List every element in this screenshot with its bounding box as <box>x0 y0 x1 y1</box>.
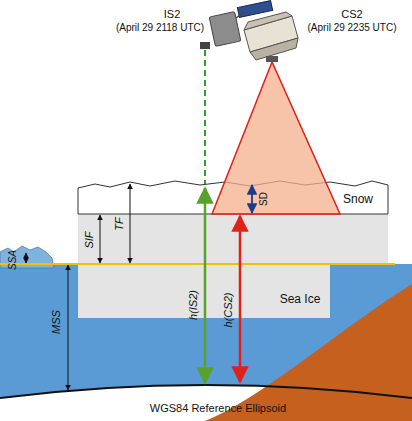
quantity-label: h(CS2) <box>222 293 234 328</box>
dimension-arrow <box>130 184 131 263</box>
snow-layer-box: Snow <box>78 182 388 214</box>
reference-label: WGS84 Reference Ellipsoid <box>150 402 286 414</box>
quantity-label: SSA <box>7 250 18 270</box>
acquisition-time: (April 29 2118 UTC) <box>116 22 204 33</box>
depth-arrow <box>251 185 253 213</box>
quantity-label: SD <box>258 192 269 206</box>
acquisition-time: (April 29 2235 UTC) <box>308 22 397 33</box>
layer-label: Sea Ice <box>280 293 321 306</box>
quantity-label: h(IS2) <box>187 290 199 320</box>
laser-beam <box>204 50 206 184</box>
dimension-arrow <box>26 253 27 263</box>
quantity-label: SIF <box>83 231 95 248</box>
height-arrow <box>204 188 207 383</box>
water-line <box>0 263 395 265</box>
reference-ellipsoid <box>0 385 412 398</box>
quantity-label: MSS <box>50 310 62 334</box>
satellite-name: IS2 <box>164 8 181 20</box>
layer-label: Snow <box>343 193 373 206</box>
height-arrow <box>239 216 242 382</box>
satellite-name: CS2 <box>341 8 362 20</box>
land <box>205 284 412 421</box>
dimension-arrow <box>68 265 69 390</box>
cs2-satellite <box>244 12 298 62</box>
dimension-arrow <box>100 215 101 263</box>
quantity-label: TF <box>113 217 125 230</box>
radar-footprint <box>212 62 340 214</box>
